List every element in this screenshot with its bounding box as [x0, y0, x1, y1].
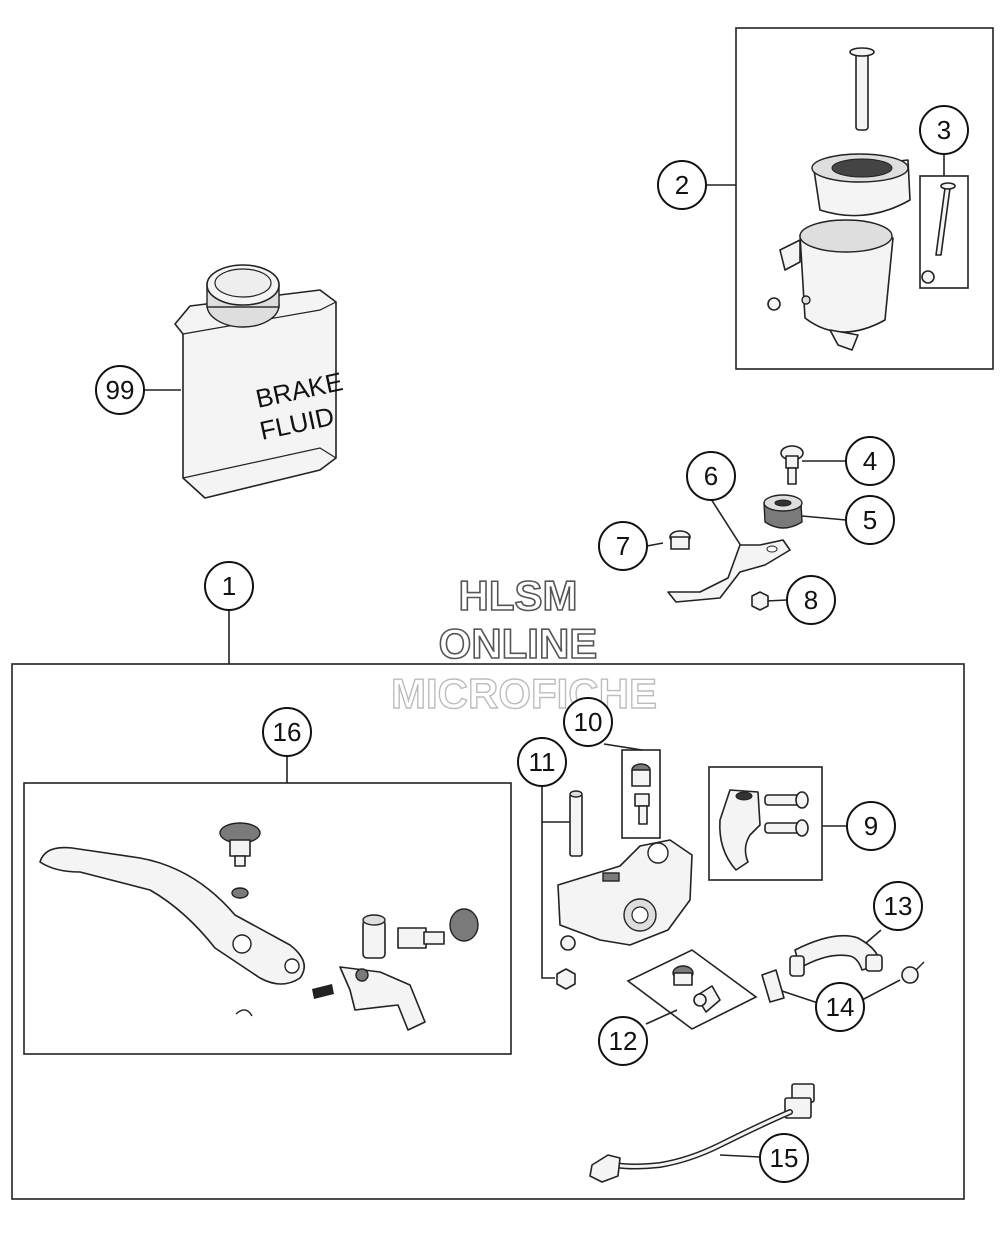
- watermark-line3: MICROFICHE: [391, 670, 657, 717]
- bracket-nut: [751, 591, 769, 611]
- lever-kit-frame: [23, 782, 512, 1055]
- leader-lines: [144, 154, 945, 1158]
- callout-14: 14: [815, 982, 865, 1032]
- master-cylinder-frame: [11, 663, 965, 1200]
- bracket-screw: [669, 530, 691, 550]
- master-cylinder-body: [557, 839, 693, 951]
- callout-2: 2: [657, 160, 707, 210]
- callout-99-label: 99: [106, 375, 135, 405]
- callout-15: 15: [759, 1133, 809, 1183]
- callout-2-label: 2: [675, 170, 689, 200]
- callout-15-label: 15: [770, 1143, 799, 1173]
- brake-light-switch: [589, 1083, 815, 1183]
- callout-5-label: 5: [863, 505, 877, 535]
- lever-adjuster-knob: [219, 822, 261, 899]
- fitting-kit-frame: [626, 949, 758, 1030]
- callout-6: 6: [686, 451, 736, 501]
- fluid-reservoir: [767, 47, 911, 351]
- callout-8-label: 8: [804, 585, 818, 615]
- callout-10-label: 10: [574, 707, 603, 737]
- callout-1-label: 1: [222, 571, 236, 601]
- callout-12: 12: [598, 1016, 648, 1066]
- handlebar-clamp: [719, 789, 809, 871]
- callout-6-label: 6: [704, 461, 718, 491]
- callout-11: 11: [517, 737, 567, 787]
- brake-lever: [39, 846, 306, 985]
- callout-layer: 1 2 3 4 5 6 7 8 9 10 11 12 13 14 15 16 9…: [95, 105, 969, 1183]
- clamp-kit-frame: [708, 766, 823, 881]
- callout-10: 10: [563, 697, 613, 747]
- callout-1: 1: [204, 561, 254, 611]
- reservoir-screw: [921, 182, 956, 284]
- callout-11-label: 11: [529, 747, 556, 777]
- callout-14-label: 14: [826, 992, 855, 1022]
- watermark-line1: HLSM: [459, 572, 578, 619]
- mount-bolt: [780, 445, 804, 485]
- callout-16: 16: [262, 707, 312, 757]
- reservoir-hose: [789, 934, 883, 977]
- callout-5: 5: [845, 495, 895, 545]
- callout-13: 13: [873, 881, 923, 931]
- callout-7-label: 7: [616, 531, 630, 561]
- callout-16-label: 16: [273, 717, 302, 747]
- callout-7: 7: [598, 521, 648, 571]
- lever-pivot-parts: [235, 908, 479, 1031]
- callout-3: 3: [919, 105, 969, 155]
- master-cylinder-nut: [556, 968, 576, 990]
- reservoir-frame: [735, 27, 994, 370]
- callout-9: 9: [846, 801, 896, 851]
- callout-9-label: 9: [864, 811, 878, 841]
- callout-4: 4: [845, 436, 895, 486]
- brake-fluid-can: BRAKE FLUID: [174, 264, 345, 499]
- callout-13-label: 13: [884, 891, 913, 921]
- callout-8: 8: [786, 575, 836, 625]
- watermark-line2: ONLINE: [439, 620, 598, 667]
- watermark: HLSM ONLINE MICROFICHE: [390, 571, 657, 718]
- master-cylinder-pin: [569, 790, 583, 857]
- callout-4-label: 4: [863, 446, 877, 476]
- hose-clips: [761, 961, 925, 1003]
- callout-99: 99: [95, 365, 145, 415]
- callout-12-label: 12: [609, 1026, 638, 1056]
- reservoir-bracket: [667, 539, 791, 603]
- rubber-grommet: [763, 494, 803, 529]
- banjo-fitting: [672, 965, 721, 1013]
- bleeder-screw: [631, 763, 651, 825]
- callout-3-label: 3: [937, 115, 951, 145]
